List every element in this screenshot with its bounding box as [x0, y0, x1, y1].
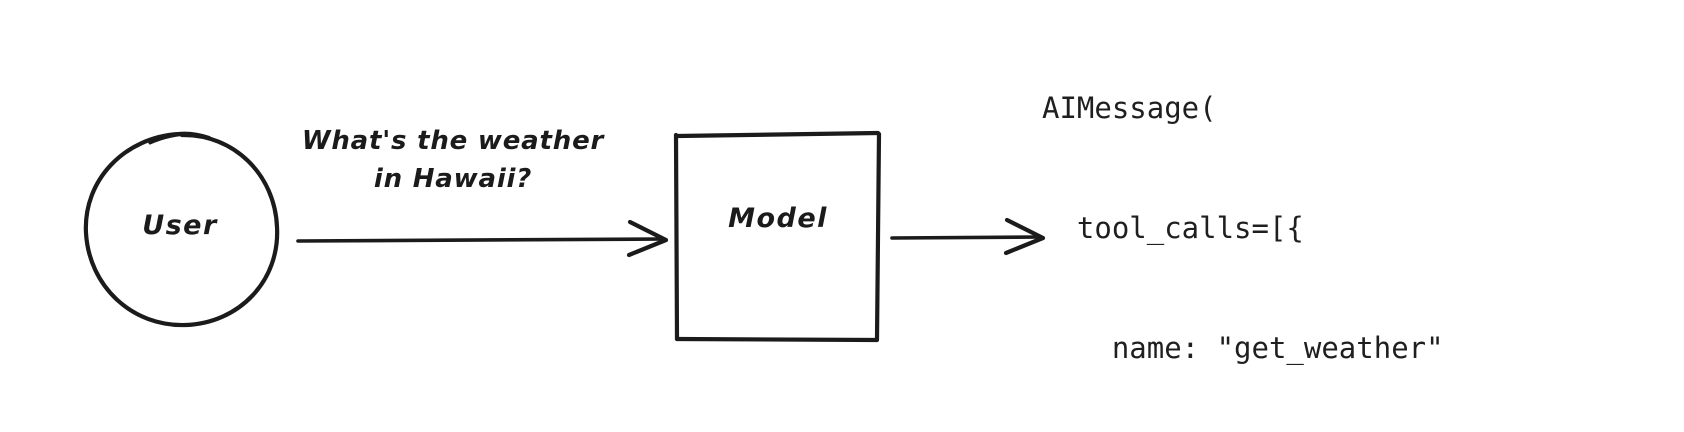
code-line: tool_calls=[{ — [1042, 211, 1304, 245]
user-node-circle — [83, 131, 280, 328]
edge-label-line-1: What's the weather — [301, 126, 605, 156]
arrow-model-to-output — [890, 217, 1046, 256]
user-node-label: User — [142, 210, 218, 241]
code-line: AIMessage( — [1042, 91, 1217, 125]
arrow-user-to-model — [296, 219, 669, 258]
model-node-box — [673, 130, 882, 343]
ai-message-code-block: AIMessage( tool_calls=[{ name: "get_weat… — [1042, 8, 1479, 432]
model-node-label: Model — [728, 203, 828, 234]
edge-label-line-2: in Hawaii? — [373, 164, 533, 194]
code-line: name: "get_weather" — [1042, 331, 1444, 365]
edge-label-user-to-model: What's the weather in Hawaii? — [278, 122, 628, 198]
